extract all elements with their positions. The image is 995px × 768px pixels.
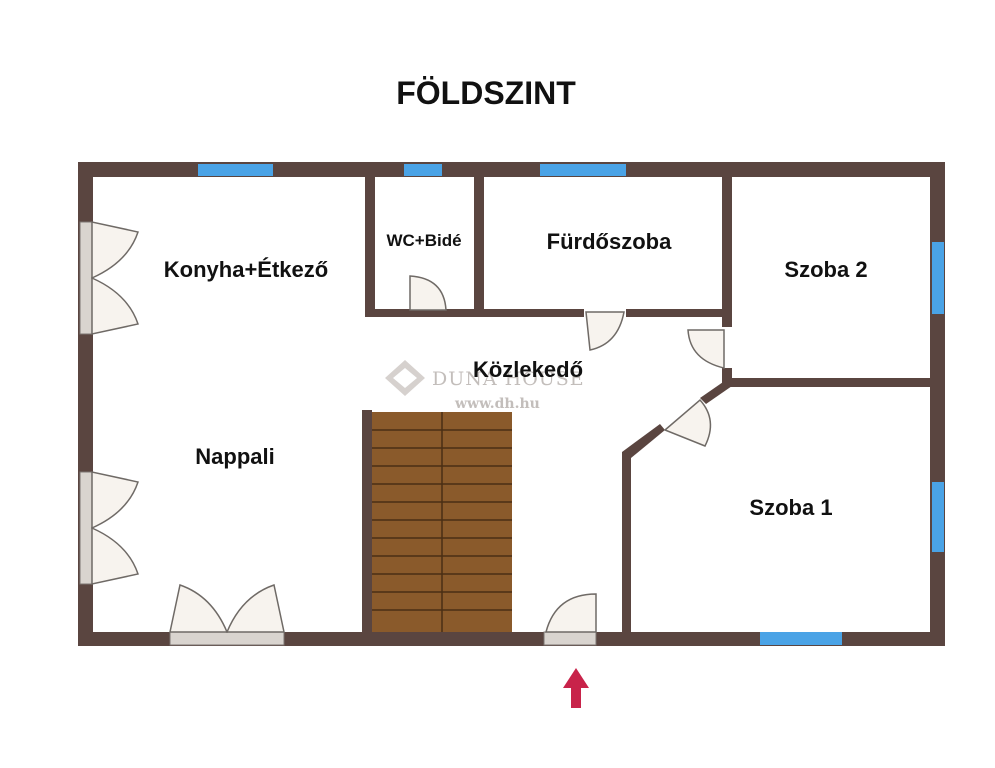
- window: [404, 164, 442, 176]
- room-label-bathroom: Fürdőszoba: [547, 229, 672, 254]
- room-label-room2: Szoba 2: [784, 257, 867, 282]
- watermark-brand: DUNA HOUSE: [432, 368, 585, 390]
- room-label-wc: WC+Bidé: [386, 231, 461, 250]
- watermark-logo-icon: [385, 360, 425, 396]
- room-label-hallway: Közlekedő: [473, 357, 583, 382]
- page-title: FÖLDSZINT: [396, 75, 576, 111]
- doors: [79, 221, 725, 646]
- watermark-url: www.dh.hu: [454, 396, 540, 412]
- window: [198, 164, 273, 176]
- room-label-kitchen: Konyha+Étkező: [164, 257, 328, 282]
- watermark: DUNA HOUSE www.dh.hu: [385, 360, 585, 412]
- room-label-living: Nappali: [195, 444, 274, 469]
- room-label-room1: Szoba 1: [749, 495, 832, 520]
- entrance-arrow-icon: [563, 668, 589, 708]
- window: [540, 164, 626, 176]
- windows: [198, 164, 944, 645]
- window: [932, 482, 944, 552]
- window: [932, 242, 944, 314]
- window: [760, 632, 842, 645]
- interior-walls: [362, 177, 930, 634]
- staircase: [372, 412, 512, 632]
